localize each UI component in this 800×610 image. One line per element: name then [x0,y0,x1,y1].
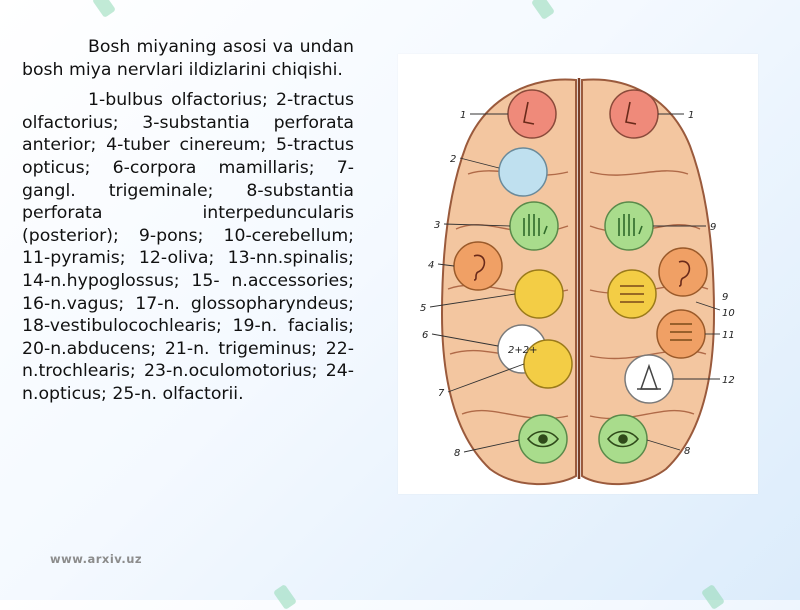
circle-orange-right [658,247,708,297]
circle-olfactory-left [507,89,557,139]
bell-icon [637,363,661,390]
circle-white-right [624,354,674,404]
figure-label-right-11: 11 [722,330,735,341]
watermark-mark-top-left [91,0,117,19]
circle-yellow-left [514,269,564,319]
figure-label-left-3: 3 [434,220,440,231]
circle-text: 2+2+ [508,345,537,356]
brain-diagram: 2+2+ 1 2 3 4 5 6 7 8 1 9 9 [420,78,735,486]
circle-orange-left [453,241,503,291]
watermark-mark-top-right [530,0,556,21]
eye-icon [526,430,640,448]
footer-url: www.arxiv.uz [50,552,143,566]
leader-lines [429,113,721,453]
brain-base-figure: 2+2+ 1 2 3 4 5 6 7 8 1 9 9 [398,54,758,494]
circle-orange-right-lower [656,309,706,359]
hatch-icon [620,285,692,341]
watermark-mark-bottom-left [272,583,298,610]
figure-label-right-9: 9 [710,222,716,233]
nose-icon [523,101,637,125]
figure-label-right-9b: 9 [722,292,728,303]
slide-heading: Bosh miyaning asosi va undan bosh miya n… [22,37,354,80]
figure-label-right-10: 10 [722,308,735,319]
circle-tract-left [498,147,548,197]
figure-label-left-5: 5 [420,303,426,314]
ear-icon [473,254,691,287]
figure-label-right-1: 1 [688,110,694,121]
figure-label-left-8: 8 [454,448,460,459]
figure-label-left-7: 7 [438,388,445,399]
circle-olfactory-right [609,89,659,139]
figure-label-left-6: 6 [422,330,428,341]
figure-label-left-1: 1 [460,110,466,121]
slide-text: Bosh miyaning asosi va undan bosh miya n… [22,36,354,406]
figure-label-left-4: 4 [428,260,434,271]
hand-icon [523,214,643,236]
figure-label-left-2: 2 [450,154,456,165]
figure-label-right-8: 8 [684,446,690,457]
watermark-mark-bottom-right [700,583,726,610]
structure-list: 1-bulbus olfactorius; 2-tractus olfactor… [22,90,354,404]
figure-label-right-12: 12 [722,375,735,386]
